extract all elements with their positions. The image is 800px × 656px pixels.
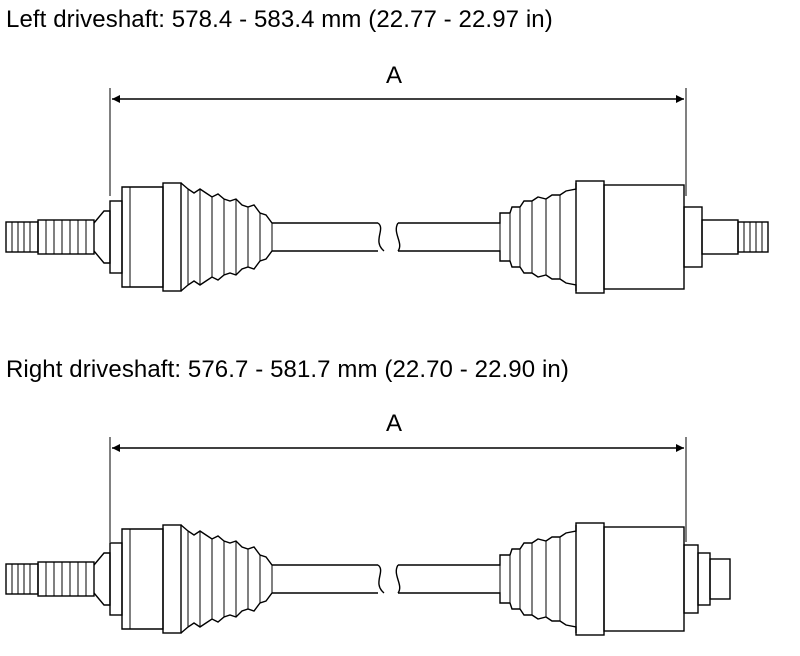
left-driveshaft-drawing <box>5 180 769 294</box>
left-driveshaft-caption: Left driveshaft: 578.4 - 583.4 mm (22.77… <box>6 6 553 33</box>
right-dimension-label: A <box>386 410 403 437</box>
left-dimension-label: A <box>386 62 403 89</box>
right-driveshaft-drawing <box>5 522 731 636</box>
right-dimension-line <box>109 437 687 542</box>
right-driveshaft-caption: Right driveshaft: 576.7 - 581.7 mm (22.7… <box>6 356 569 383</box>
left-dimension-line <box>109 88 687 196</box>
